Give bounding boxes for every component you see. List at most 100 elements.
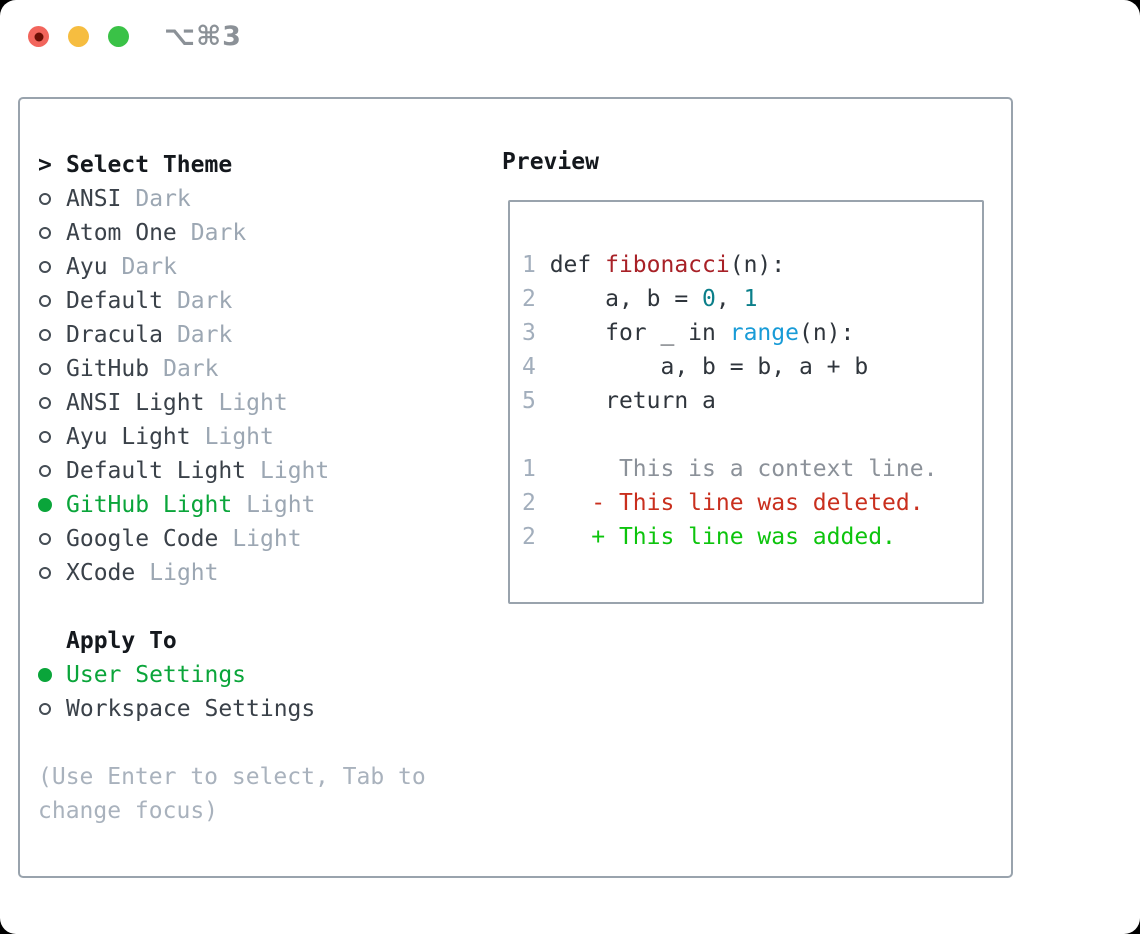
theme-option-ansi-light[interactable]: ANSI Light Light [38,386,488,420]
theme-variant-label: Light [204,424,274,450]
theme-variant-label: Dark [135,186,191,212]
theme-variant-label: Dark [121,254,177,280]
radio-selected-icon [38,498,66,512]
theme-option-ayu-light[interactable]: Ayu Light Light [38,420,488,454]
code-line: 2 - This line was deleted. [522,486,982,520]
apply-to-header: Apply To [38,624,488,658]
window-titlebar: ⌥⌘3 [0,0,1140,74]
theme-variant-label: Light [232,526,302,552]
keyboard-hint: (Use Enter to select, Tab to change focu… [38,760,488,828]
theme-list-header-label: Select Theme [66,152,233,178]
theme-option-ansi[interactable]: ANSI Dark [38,182,488,216]
theme-option-default-light[interactable]: Default Light Light [38,454,488,488]
radio-icon [38,431,66,443]
code-token-lineno: 4 [522,354,550,380]
theme-option-label: Ayu [66,254,108,280]
code-token-func: fibonacci [605,252,730,278]
radio-icon [38,193,66,205]
code-token-fg: , [715,286,744,312]
code-token-fg: a, b = b, a + b [549,354,869,380]
radio-icon [38,465,66,477]
code-token-num: 0 [702,286,716,312]
theme-option-label: XCode [66,560,136,586]
theme-variant-label: Dark [190,220,247,246]
theme-variant-label: Dark [176,322,233,348]
minimize-button[interactable] [68,26,89,47]
theme-option-atom-one[interactable]: Atom One Dark [38,216,488,250]
theme-variant-label: Light [246,492,316,518]
code-token-lineno: 2 [522,490,550,516]
code-token-deleted: - This line was deleted. [549,490,924,516]
code-token-fg: return a [549,388,716,414]
code-line: 1 def fibonacci(n): [522,248,982,282]
theme-variant-label: Light [218,390,288,416]
apply-to-header-label: Apply To [66,628,177,654]
zoom-button[interactable] [108,26,129,47]
theme-option-label: Default [66,288,163,314]
theme-variant-label: Light [260,458,330,484]
code-token-lineno: 1 [522,456,550,482]
theme-option-label: Ayu Light [66,424,191,450]
recording-dot-icon [34,32,43,41]
theme-option-label: Dracula [66,322,163,348]
cursor-chevron-icon: > [38,152,52,178]
code-line: 2 + This line was added. [522,520,982,554]
code-token-fg: for _ in [549,320,730,346]
apply-option-label: User Settings [66,662,247,688]
code-line: 2 a, b = 0, 1 [522,282,982,316]
theme-option-label: ANSI [66,186,122,212]
code-token-fg: def [549,252,606,278]
radio-icon [38,397,66,409]
theme-option-dracula[interactable]: Dracula Dark [38,318,488,352]
code-token-context: This is a context line. [549,456,938,482]
code-line: 5 return a [522,384,982,418]
theme-option-xcode[interactable]: XCode Light [38,556,488,590]
theme-option-label: Google Code [66,526,219,552]
theme-option-label: Atom One [66,220,177,246]
radio-icon [38,533,66,545]
theme-variant-label: Dark [163,356,219,382]
spacer [38,726,488,760]
theme-option-label: Default Light [66,458,247,484]
theme-option-google-code[interactable]: Google Code Light [38,522,488,556]
code-token-num: 1 [743,286,758,312]
theme-option-github[interactable]: GitHub Dark [38,352,488,386]
apply-option-label: Workspace Settings [66,696,316,722]
code-line: 3 for _ in range(n): [522,316,982,350]
radio-icon [38,329,66,341]
code-line: 1 This is a context line. [522,452,982,486]
radio-icon [38,227,66,239]
theme-variant-label: Dark [176,288,233,314]
apply-option-workspace-settings[interactable]: Workspace Settings [38,692,488,726]
radio-selected-icon [38,668,66,682]
theme-option-label: GitHub [66,356,150,382]
code-token-lineno: 2 [522,524,550,550]
radio-icon [38,567,66,579]
code-token-lineno: 3 [522,320,550,346]
apply-option-user-settings[interactable]: User Settings [38,658,488,692]
preview-header-label: Preview [502,149,599,175]
code-line [522,418,982,452]
theme-variant-label: Light [149,560,219,586]
theme-option-ayu[interactable]: Ayu Dark [38,250,488,284]
theme-option-default[interactable]: Default Dark [38,284,488,318]
theme-option-label: GitHub Light [66,492,233,518]
code-token-lineno: 5 [522,388,550,414]
traffic-lights [28,26,129,47]
close-button[interactable] [28,26,49,47]
code-line: 4 a, b = b, a + b [522,350,982,384]
theme-list-header: > Select Theme [38,148,488,182]
hint-line-1: (Use Enter to select, Tab to [38,764,426,790]
hint-line-2: change focus) [38,798,219,824]
radio-icon [38,363,66,375]
theme-option-github-light[interactable]: GitHub Light Light [38,488,488,522]
theme-option-label: ANSI Light [66,390,205,416]
window-shortcut-label: ⌥⌘3 [164,21,242,52]
code-token-call: range [729,320,799,346]
radio-icon [38,295,66,307]
